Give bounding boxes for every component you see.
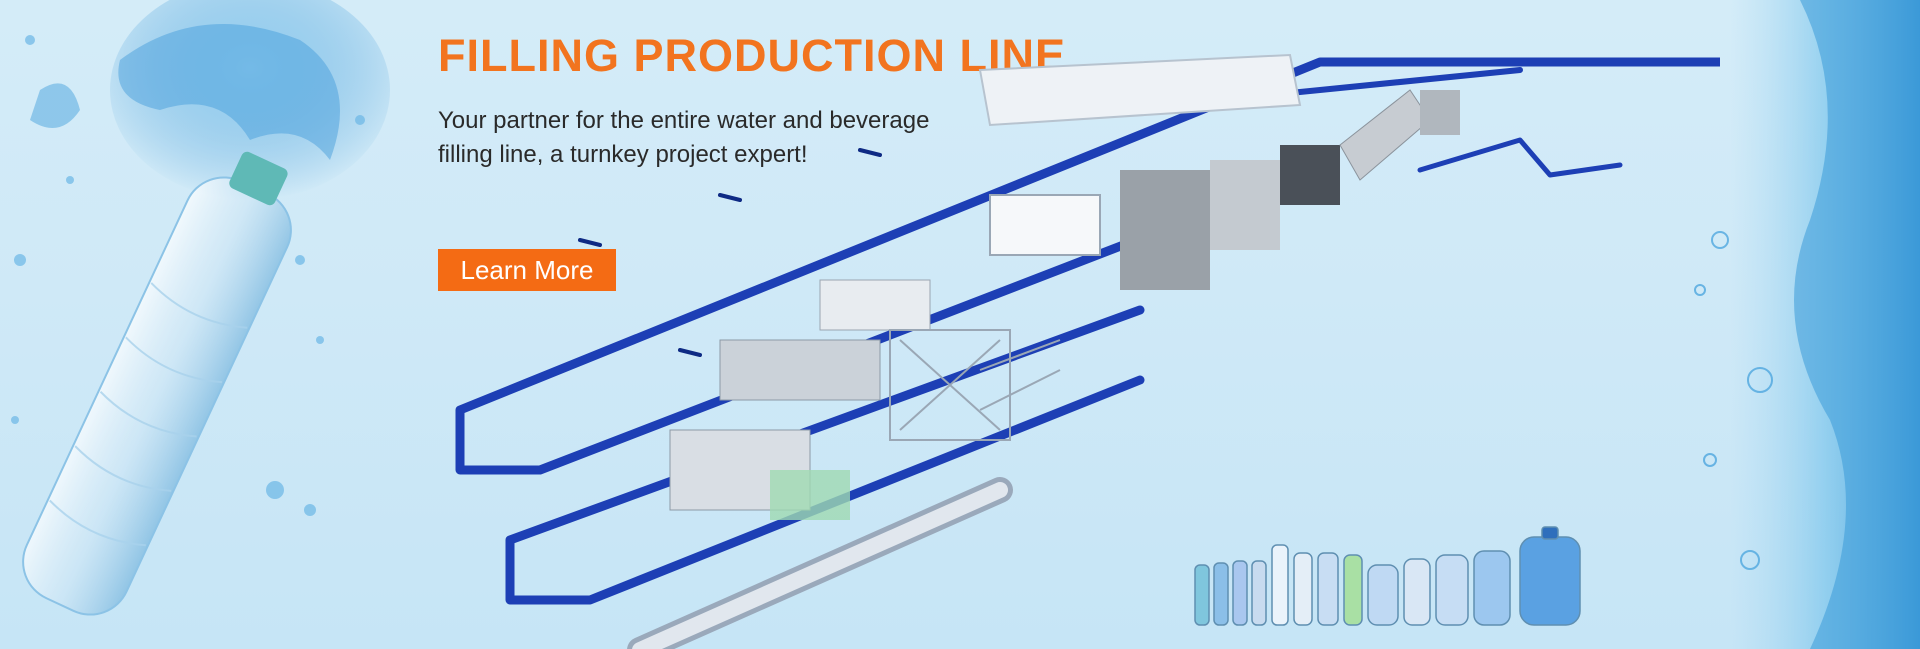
tagline-line-2: filling line, a turnkey project expert!: [438, 141, 808, 168]
production-line-machinery-image: [455, 53, 1720, 649]
tagline-line-1: Your partner for the entire water and be…: [438, 107, 930, 134]
bottle-lineup-image: [1194, 526, 1581, 626]
tagline: Your partner for the entire water and be…: [438, 104, 998, 172]
water-splash-image: [1694, 0, 1920, 649]
learn-more-button[interactable]: Learn More: [438, 249, 616, 291]
page-title: FILLING PRODUCTION LINE: [438, 30, 1066, 81]
water-bottle-splash-image: [11, 0, 390, 616]
